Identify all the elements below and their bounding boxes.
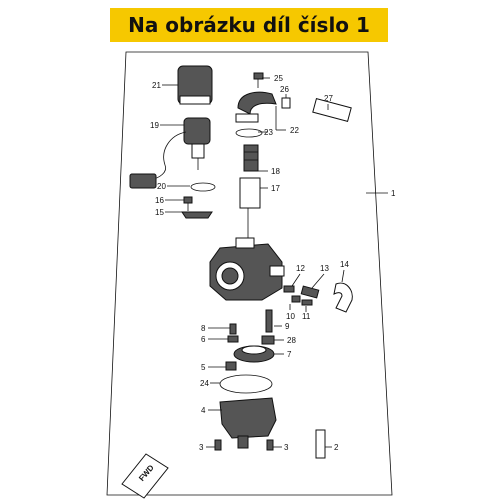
part-jet-10 bbox=[291, 295, 301, 303]
callout-20: 20 bbox=[157, 182, 166, 191]
banner-title: Na obrázku díl číslo 1 bbox=[128, 13, 370, 37]
part-screw-11 bbox=[301, 299, 313, 306]
part-tube-2 bbox=[315, 429, 326, 459]
callout-14: 14 bbox=[340, 260, 349, 269]
part-fitting-13 bbox=[300, 285, 320, 299]
callout-3a: 3 bbox=[199, 443, 204, 452]
part-gasket-24 bbox=[219, 374, 273, 394]
part-screw-8 bbox=[229, 323, 237, 335]
part-screw-3-left bbox=[214, 439, 222, 451]
diagram-frame bbox=[106, 51, 393, 496]
callout-19: 19 bbox=[150, 121, 159, 130]
callout-9: 9 bbox=[285, 322, 290, 331]
callout-16: 16 bbox=[155, 196, 164, 205]
callout-1: 1 bbox=[391, 189, 396, 198]
part-screw-16 bbox=[183, 196, 193, 211]
callout-28: 28 bbox=[287, 336, 296, 345]
callout-27: 27 bbox=[324, 94, 333, 103]
callout-6: 6 bbox=[201, 335, 206, 344]
callout-5: 5 bbox=[201, 363, 206, 372]
part-slide-needle bbox=[239, 177, 261, 238]
callout-22: 22 bbox=[290, 126, 299, 135]
part-spring bbox=[243, 144, 259, 172]
callout-13: 13 bbox=[320, 264, 329, 273]
part-float bbox=[233, 345, 275, 363]
part-gasket-23 bbox=[235, 128, 263, 138]
callout-21: 21 bbox=[152, 81, 161, 90]
callout-18: 18 bbox=[271, 167, 280, 176]
part-screw-25 bbox=[253, 72, 264, 88]
callout-3b: 3 bbox=[284, 443, 289, 452]
title-banner: Na obrázku díl číslo 1 bbox=[110, 8, 388, 42]
part-choke-sensor bbox=[129, 117, 211, 189]
part-float-bowl bbox=[219, 397, 277, 449]
callout-4: 4 bbox=[201, 406, 206, 415]
part-screw-6 bbox=[227, 335, 239, 343]
callout-7: 7 bbox=[287, 350, 292, 359]
part-ring-26 bbox=[281, 97, 291, 109]
part-plate bbox=[181, 211, 213, 219]
callout-15: 15 bbox=[155, 208, 164, 217]
part-tube-27 bbox=[312, 97, 352, 123]
callout-10: 10 bbox=[286, 312, 295, 321]
callout-24: 24 bbox=[200, 379, 209, 388]
part-screw-3-right bbox=[266, 439, 274, 451]
leader-lines bbox=[160, 77, 388, 448]
part-hose-14 bbox=[333, 282, 353, 313]
callout-12: 12 bbox=[296, 264, 305, 273]
callout-labels: 1 2 3 3 4 5 6 7 8 9 10 11 12 13 14 15 16… bbox=[150, 74, 396, 452]
part-o-ring bbox=[190, 182, 216, 192]
part-needle-jet bbox=[265, 309, 273, 333]
part-jet-28 bbox=[261, 335, 275, 345]
fwd-arrow: FWD bbox=[121, 453, 169, 499]
callout-11: 11 bbox=[302, 312, 311, 321]
callout-17: 17 bbox=[271, 184, 280, 193]
callout-8: 8 bbox=[201, 324, 206, 333]
callout-23: 23 bbox=[264, 128, 273, 137]
part-bolt-12 bbox=[283, 285, 295, 293]
part-pin-5 bbox=[225, 361, 237, 371]
part-cap bbox=[177, 65, 213, 105]
part-carburetor-body bbox=[209, 237, 285, 301]
callout-25: 25 bbox=[274, 74, 283, 83]
callout-2: 2 bbox=[334, 443, 339, 452]
callout-26: 26 bbox=[280, 85, 289, 94]
part-elbow bbox=[237, 91, 277, 115]
